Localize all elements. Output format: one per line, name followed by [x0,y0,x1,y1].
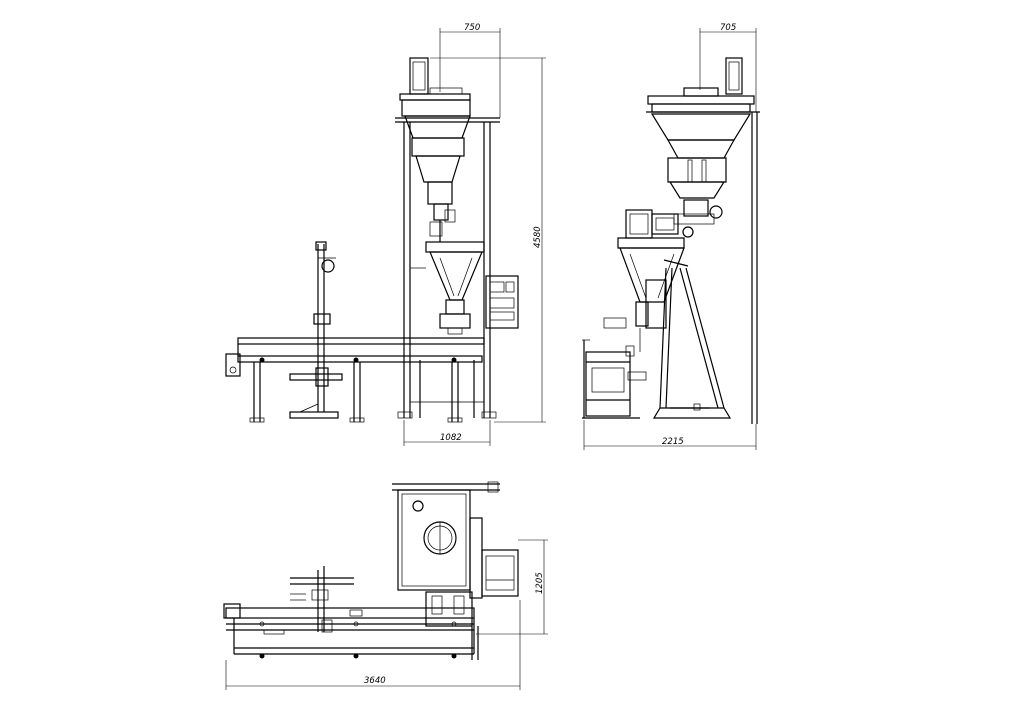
side-scale-base [585,351,631,417]
front-weigh-hopper [429,251,483,301]
dim-side-base-width: 2215 [662,437,684,447]
side-hopper-lid [647,95,755,105]
front-hopper-lid [399,93,471,101]
plan-view [223,481,519,660]
dim-side-top-width: 705 [720,23,736,33]
front-dimensions: 750 4580 1082 [403,23,546,446]
front-hopper-top [401,99,471,117]
side-hopper-cone [650,113,752,141]
front-hopper-cone [404,115,471,139]
dim-front-height: 4580 [533,226,543,248]
plan-inlet-port [412,500,424,512]
dim-plan-depth: 1205 [535,572,545,594]
dim-front-base-width: 1082 [440,433,462,443]
side-motor [725,57,743,95]
plan-machine-housing [397,489,471,591]
front-control-panel [485,275,519,329]
plan-control-panel [481,549,519,597]
side-weigh-hopper [619,247,685,303]
front-weigh-head [425,241,485,253]
plan-dimensions: 1205 3640 [225,539,548,690]
dim-front-top-width: 750 [464,23,480,33]
front-conveyor [237,337,485,345]
side-dimensions: 705 2215 [583,23,757,450]
side-view [582,57,760,424]
plan-conveyor [225,607,475,619]
dim-plan-length: 3640 [364,676,386,686]
front-view [225,57,519,423]
